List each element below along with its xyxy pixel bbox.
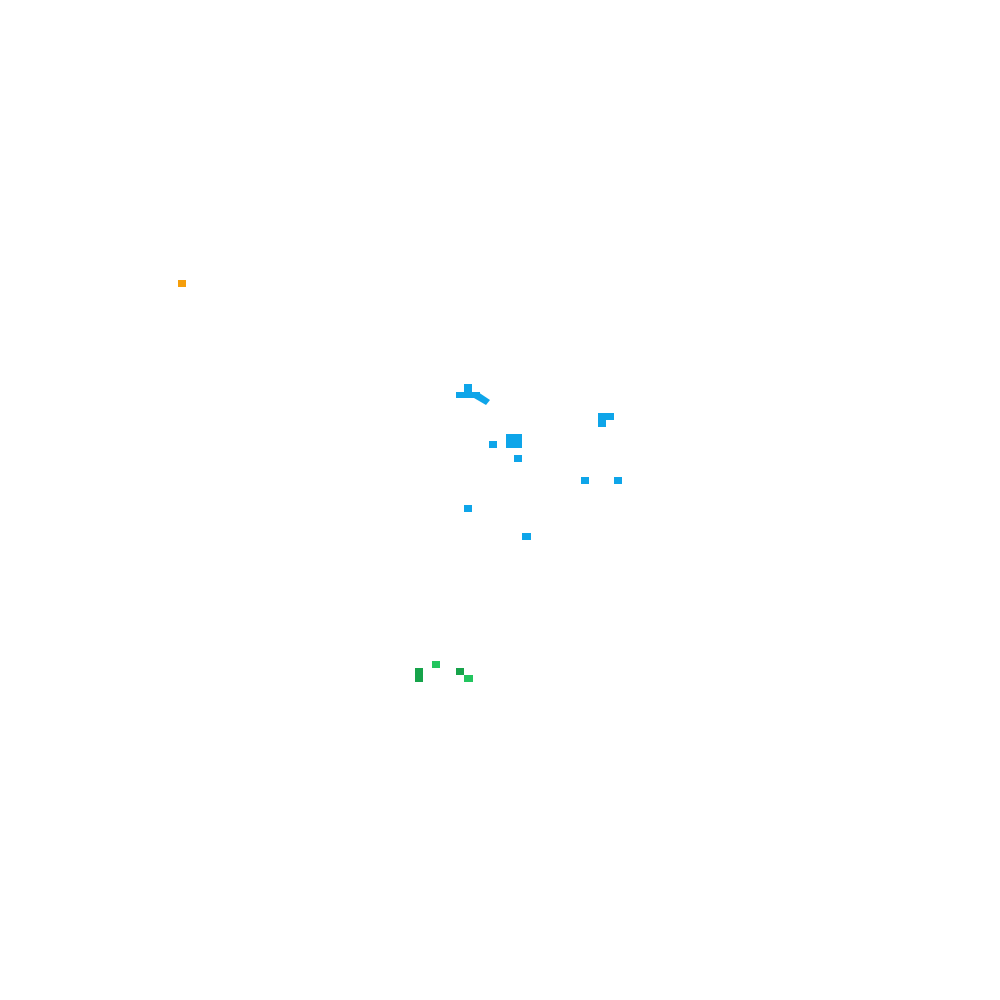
green-marker bbox=[464, 675, 473, 682]
blue-cluster bbox=[456, 384, 622, 540]
blue-marker bbox=[614, 477, 622, 484]
blue-marker bbox=[464, 505, 472, 512]
blue-marker bbox=[514, 455, 522, 462]
blue-marker bbox=[581, 477, 589, 484]
green-marker bbox=[432, 661, 440, 668]
blue-marker bbox=[464, 384, 472, 392]
green-marker bbox=[415, 668, 423, 682]
blue-marker bbox=[456, 392, 480, 398]
blue-marker bbox=[522, 533, 531, 540]
blue-marker bbox=[506, 434, 522, 448]
blue-hook-tail bbox=[474, 392, 490, 405]
orange-cluster bbox=[178, 280, 186, 287]
blue-marker bbox=[598, 420, 606, 427]
green-cluster bbox=[415, 661, 473, 682]
blue-marker bbox=[489, 441, 497, 448]
green-marker bbox=[456, 668, 464, 675]
blue-marker bbox=[598, 413, 614, 420]
orange-marker bbox=[178, 280, 186, 287]
